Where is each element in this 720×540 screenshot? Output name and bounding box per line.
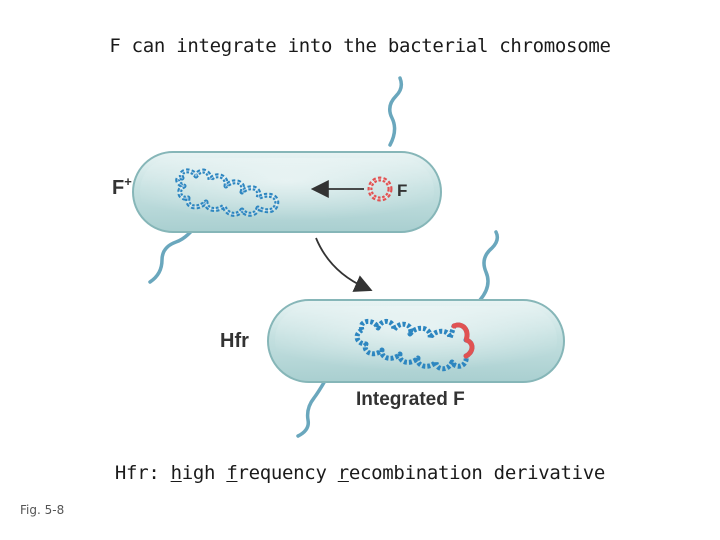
flagellum-bottom-1 (478, 230, 500, 302)
f-plasmid (367, 176, 393, 202)
hfr-cell (267, 299, 565, 383)
hfr-label: Hfr (220, 330, 249, 352)
plasmid-f-label: F (397, 181, 407, 200)
flagellum-top-1 (388, 76, 404, 147)
slide-title: F can integrate into the bacterial chrom… (109, 35, 611, 57)
f-plus-label: F+ (112, 174, 132, 199)
hfr-definition: Hfr: high frequency recombination deriva… (114, 462, 606, 484)
flagellum-bottom-2 (296, 370, 332, 438)
integrated-f-segment (451, 322, 475, 359)
figure-reference: Fig. 5-8 (20, 503, 65, 517)
flagellum-top-2 (148, 218, 202, 284)
transition-arrow (315, 237, 373, 292)
integrated-f-label: Integrated F (356, 389, 465, 410)
